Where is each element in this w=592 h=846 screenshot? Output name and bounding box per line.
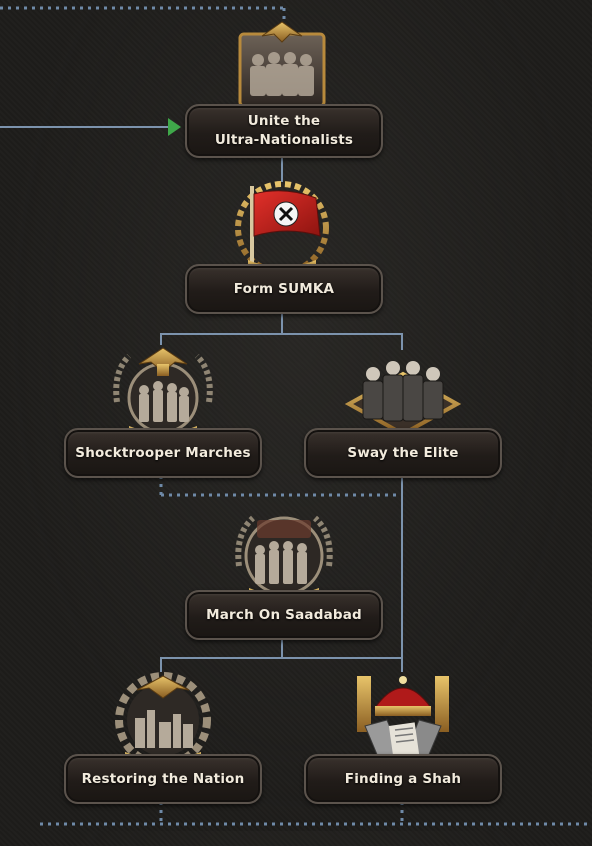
focus-shocktrooper-marches[interactable]: Shocktrooper Marches	[64, 340, 262, 520]
focus-unite-ultra-nationalists[interactable]: Unite the Ultra-Nationalists	[182, 0, 383, 180]
connector-sumka-elite	[282, 333, 403, 350]
available-arrow-icon	[168, 118, 181, 136]
connector-sumka-shock	[160, 312, 283, 345]
ultranationalist-crowd-icon	[238, 21, 326, 116]
focus-title: Unite the Ultra-Nationalists	[214, 113, 354, 148]
focus-label-plate: Finding a Shah	[304, 754, 502, 804]
focus-sway-the-elite[interactable]: Sway the Elite	[304, 340, 502, 520]
focus-title: Shocktrooper Marches	[75, 444, 251, 461]
focus-label-plate: Unite the Ultra-Nationalists	[185, 104, 383, 158]
focus-title: Finding a Shah	[344, 770, 462, 787]
focus-title: Restoring the Nation	[81, 770, 245, 787]
focus-title: Sway the Elite	[347, 444, 459, 461]
focus-finding-a-shah[interactable]: Finding a Shah	[304, 666, 502, 846]
focus-form-sumka[interactable]: Form SUMKA	[182, 178, 383, 358]
sumka-flag-icon	[235, 181, 329, 275]
focus-label-plate: Sway the Elite	[304, 428, 502, 478]
shocktrooper-eagle-icon	[113, 347, 213, 438]
focus-label-plate: Shocktrooper Marches	[64, 428, 262, 478]
elite-businessmen-icon	[345, 361, 461, 437]
focus-title: March On Saadabad	[206, 606, 362, 623]
industry-eagle-icon	[115, 672, 211, 768]
focus-restoring-the-nation[interactable]: Restoring the Nation	[64, 666, 262, 846]
focus-march-on-saadabad[interactable]: March On Saadabad	[184, 504, 384, 684]
focus-label-plate: Form SUMKA	[185, 264, 383, 314]
focus-label-plate: Restoring the Nation	[64, 754, 262, 804]
royal-crown-decree-icon	[357, 676, 449, 765]
focus-label-plate: March On Saadabad	[185, 590, 383, 640]
connector-march-restore	[160, 638, 283, 672]
focus-title: Form SUMKA	[233, 280, 335, 297]
marching-soldiers-icon	[235, 515, 333, 600]
